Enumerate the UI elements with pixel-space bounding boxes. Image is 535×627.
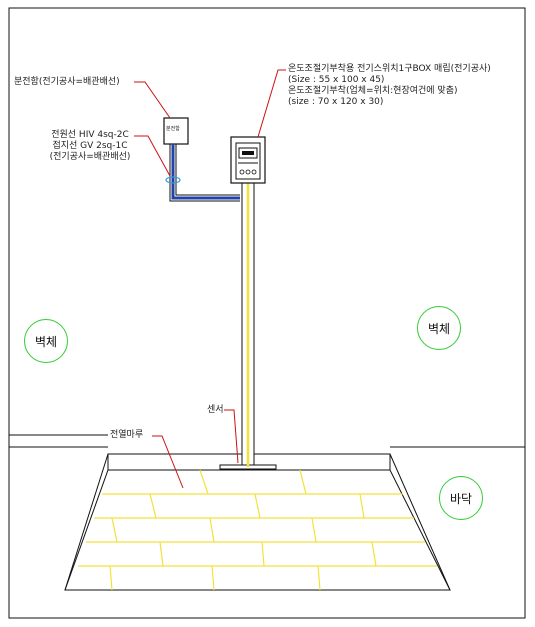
label-thermostat-line1: 온도조절기부착(업체=위치:현장여건에 맞춤) [288, 86, 458, 96]
floor-edge-left [64, 453, 109, 591]
leader-switchbox [257, 69, 286, 138]
leader-floor-heating [152, 435, 184, 489]
conduit-pipe-outer [169, 144, 240, 202]
conduit-fill [171, 144, 240, 200]
heating-grid [78, 469, 437, 591]
floor-heating-area [64, 469, 451, 591]
thermostat-button-3 [251, 169, 257, 175]
label-wire-spec: 전원선 HIV 4sq-2C 접지선 GV 2sq-1C (전기공사=배관배선) [40, 130, 140, 163]
leader-panel-box [134, 81, 171, 119]
thermostat-button-2 [245, 169, 251, 175]
label-sensor: 센서 [207, 405, 224, 415]
panel-box [163, 117, 189, 145]
label-wall-right: 벽체 [417, 306, 461, 350]
label-panel-box: 분전함(전기공사=배관배선) [14, 77, 120, 87]
thermostat-button-1 [239, 169, 245, 175]
label-switchbox: 온도조절기부착용 전기스위치1구BOX 매립(전기공사) (Size : 55 … [288, 64, 491, 108]
label-switchbox-line1: 온도조절기부착용 전기스위치1구BOX 매립(전기공사) [288, 64, 491, 74]
label-floor-heating: 전열마루 [110, 430, 144, 440]
label-floor: 바닥 [439, 476, 483, 520]
drawing-frame [8, 7, 526, 619]
conduit-joint [165, 176, 181, 184]
label-switchbox-line2: (Size : 55 x 100 x 45) [288, 75, 385, 85]
leader-lines [134, 69, 286, 489]
leader-wire [134, 135, 171, 177]
label-wire-line1: 전원선 HIV 4sq-2C [51, 130, 129, 140]
conduit-pipe-inner [175, 144, 240, 196]
label-thermostat-line2: (size : 70 x 120 x 30) [288, 97, 384, 107]
leader-sensor [224, 409, 239, 464]
floor-edge-right [389, 453, 451, 591]
label-wire-line3: (전기공사=배관배선) [49, 152, 131, 162]
label-panel-box-tag: 분전함 [166, 126, 180, 132]
thermostat-display-inner [242, 151, 254, 155]
label-wall-left: 벽체 [24, 319, 68, 363]
label-wire-line2: 접지선 GV 2sq-1C [52, 141, 128, 151]
